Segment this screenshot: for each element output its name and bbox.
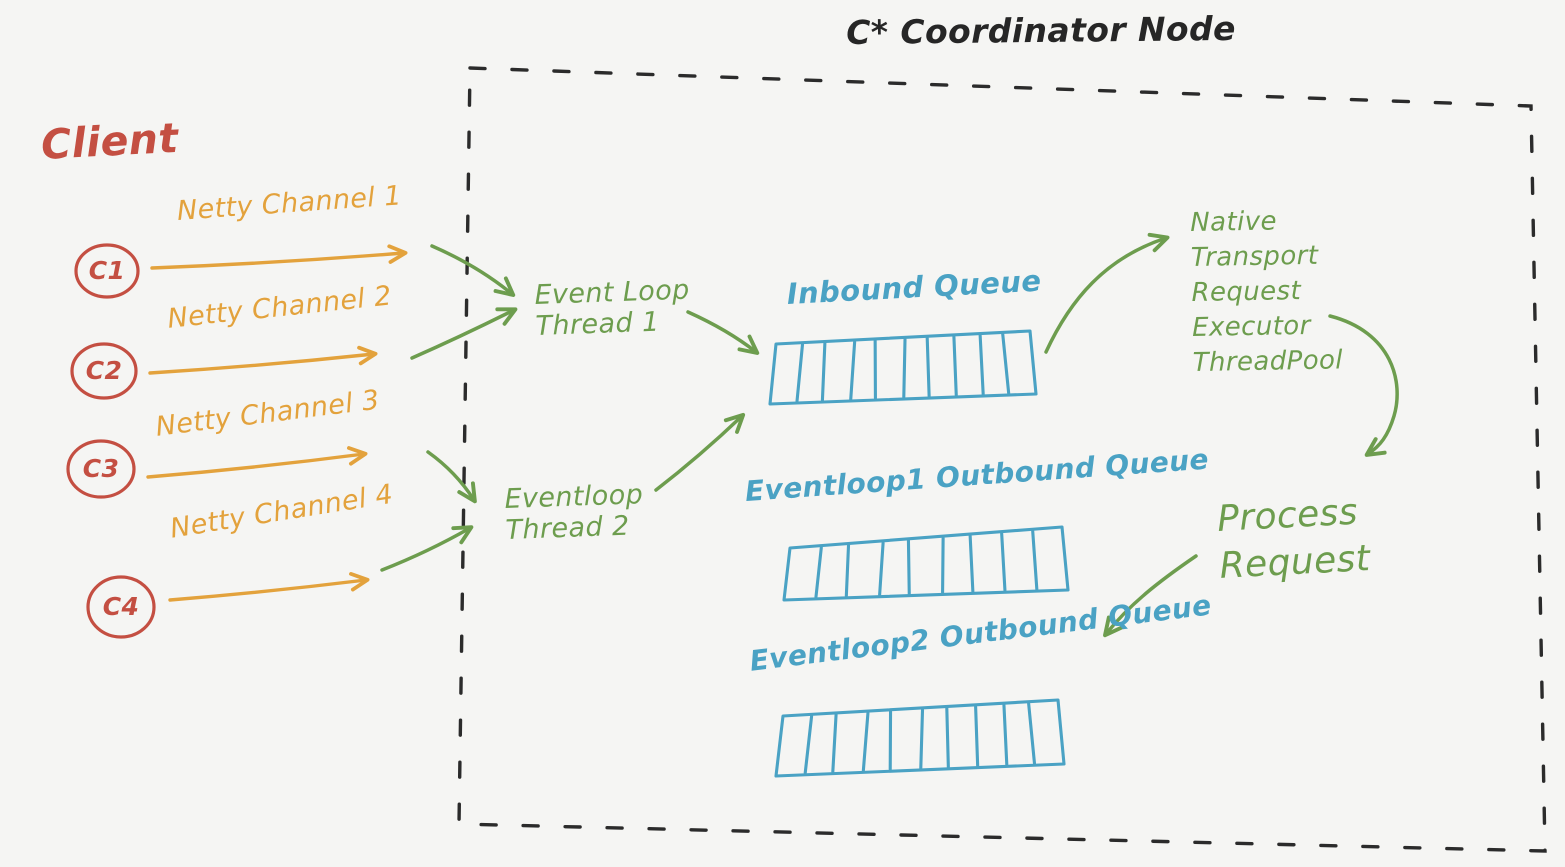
client-c2-label: C2 (85, 356, 123, 385)
event-loop-thread-2-line1: Eventloop (504, 479, 644, 515)
event-loop-thread-1-line2: Thread 1 (535, 306, 661, 343)
process-request-label: Process Request (1216, 488, 1371, 590)
process-to-outbound-queue-arrow (1103, 554, 1198, 638)
channel3-to-eventloop2-arrow (426, 450, 477, 504)
threadpool-to-process-arrow (1328, 314, 1399, 457)
coordinator-node-title: C* Coordinator Node (845, 8, 1236, 52)
netty-channel-2-arrow (148, 345, 378, 375)
client-circle-c1 (74, 243, 140, 299)
client-circle-c2 (70, 342, 138, 400)
threadpool-line-native: Native (1190, 206, 1278, 238)
client-label: Client (39, 113, 180, 169)
native-transport-threadpool-label: Native Transport Request Executor Thread… (1190, 203, 1343, 381)
event-loop-thread-2-label: Eventloop Thread 2 (504, 479, 645, 546)
event-loop-thread-1-label: Event Loop Thread 1 (534, 275, 691, 342)
client-circle-c3 (66, 439, 136, 499)
threadpool-line-request: Request (1191, 276, 1302, 308)
threadpool-line-executor: Executor (1191, 310, 1311, 343)
channel2-to-eventloop1-arrow (410, 307, 518, 360)
process-request-line1: Process (1216, 491, 1359, 540)
inbound-queue-drawing (768, 329, 1038, 406)
channel1-to-eventloop1-arrow (430, 244, 516, 297)
threadpool-line-transport: Transport (1190, 240, 1319, 273)
event-loop-thread-2-line2: Thread 2 (505, 510, 631, 547)
process-request-line2: Request (1218, 538, 1372, 587)
channel4-to-eventloop2-arrow (380, 525, 474, 572)
client-circle-c4 (86, 575, 156, 639)
coordinator-node-boundary (457, 66, 1547, 853)
netty-channel-1-arrow (150, 244, 408, 270)
client-c3-label: C3 (82, 454, 120, 483)
netty-channel-3-arrow (146, 446, 368, 479)
client-c4-label: C4 (102, 592, 140, 621)
inbound-queue-to-threadpool-arrow (1044, 232, 1170, 354)
eventloop1-to-inbound-queue-arrow (686, 310, 760, 355)
eventloop2-outbound-queue-drawing (774, 698, 1066, 778)
eventloop2-to-inbound-queue-arrow (654, 412, 746, 492)
netty-channel-4-arrow (168, 571, 370, 602)
threadpool-line-threadpool: ThreadPool (1192, 345, 1344, 378)
client-c1-label: C1 (88, 256, 126, 285)
event-loop-thread-1-line1: Event Loop (534, 274, 691, 311)
eventloop1-outbound-queue-drawing (782, 525, 1070, 602)
